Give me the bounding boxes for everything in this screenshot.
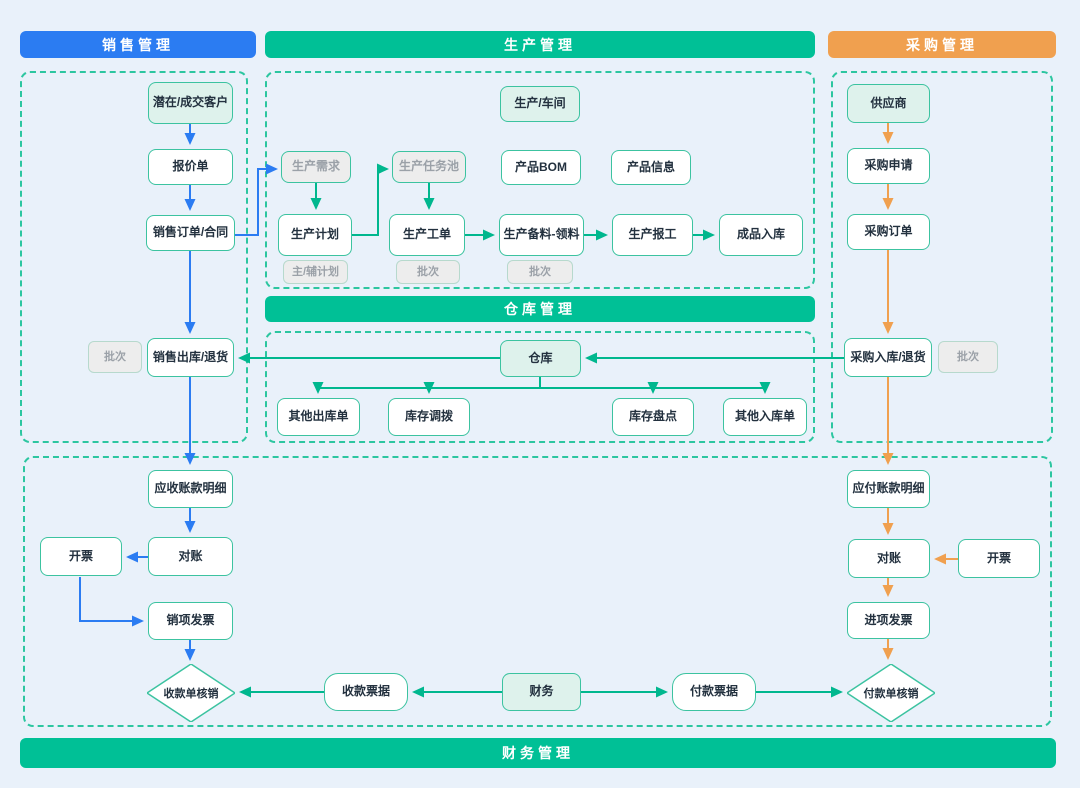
node-payment-verify[interactable]: 付款单核销	[847, 664, 935, 722]
node-warehouse[interactable]: 仓库	[500, 340, 581, 377]
node-bom[interactable]: 产品BOM	[501, 150, 581, 185]
node-finished-in[interactable]: 成品入库	[719, 214, 803, 256]
node-ap-detail[interactable]: 应付账款明细	[847, 470, 930, 508]
node-sales-order[interactable]: 销售订单/合同	[146, 215, 235, 251]
tag-batch-workorder[interactable]: 批次	[396, 260, 460, 284]
node-report[interactable]: 生产报工	[612, 214, 693, 256]
sales-header-bar: 销售管理	[20, 31, 256, 58]
node-product-info[interactable]: 产品信息	[611, 150, 691, 185]
tag-plan[interactable]: 主/辅计划	[283, 260, 348, 284]
node-finance[interactable]: 财务	[502, 673, 581, 711]
node-recon-left[interactable]: 对账	[148, 537, 233, 576]
tag-batch-material[interactable]: 批次	[507, 260, 573, 284]
finance-group-box	[23, 456, 1052, 727]
node-sales-out[interactable]: 销售出库/退货	[147, 338, 234, 377]
node-supplier[interactable]: 供应商	[847, 84, 930, 123]
node-receipt-note[interactable]: 收款票据	[324, 673, 408, 711]
node-purchase-invoice[interactable]: 进项发票	[847, 602, 930, 639]
node-material[interactable]: 生产备料-领料	[499, 214, 584, 256]
node-work-order[interactable]: 生产工单	[389, 214, 465, 256]
purchase-header-bar: 采购管理	[828, 31, 1056, 58]
node-transfer[interactable]: 库存调拨	[388, 398, 470, 436]
node-plan[interactable]: 生产计划	[278, 214, 352, 256]
node-receipt-verify[interactable]: 收款单核销	[147, 664, 235, 722]
diamond-shape	[147, 664, 235, 722]
node-payment-note[interactable]: 付款票据	[672, 673, 756, 711]
node-recon-right[interactable]: 对账	[848, 539, 930, 578]
production-header-bar: 生产管理	[265, 31, 815, 58]
finance-header-bar: 财务管理	[20, 738, 1056, 768]
node-invoice-right[interactable]: 开票	[958, 539, 1040, 578]
tag-batch-purchase[interactable]: 批次	[938, 341, 998, 373]
tag-batch-sales[interactable]: 批次	[88, 341, 142, 373]
node-task-pool[interactable]: 生产任务池	[392, 151, 466, 183]
node-pr[interactable]: 采购申请	[847, 148, 930, 184]
sales-group-box	[20, 71, 248, 443]
diamond-shape	[847, 664, 935, 722]
node-ar-detail[interactable]: 应收账款明细	[148, 470, 233, 508]
node-demand[interactable]: 生产需求	[281, 151, 351, 183]
warehouse-header-bar: 仓库管理	[265, 296, 815, 322]
node-purchase-in[interactable]: 采购入库/退货	[844, 338, 932, 377]
node-po[interactable]: 采购订单	[847, 214, 930, 250]
warehouse-group-box	[265, 331, 815, 443]
node-other-in[interactable]: 其他入库单	[723, 398, 807, 436]
node-sales-invoice[interactable]: 销项发票	[148, 602, 233, 640]
node-invoice-left[interactable]: 开票	[40, 537, 122, 576]
diamond-label: 付款单核销	[863, 688, 919, 700]
purchase-group-box	[831, 71, 1053, 443]
node-prospect[interactable]: 潜在/成交客户	[148, 82, 233, 124]
node-stocktake[interactable]: 库存盘点	[612, 398, 694, 436]
node-workshop[interactable]: 生产/车间	[500, 86, 580, 122]
node-other-out[interactable]: 其他出库单	[277, 398, 360, 436]
diamond-label: 收款单核销	[163, 688, 219, 700]
node-quote[interactable]: 报价单	[148, 149, 233, 185]
